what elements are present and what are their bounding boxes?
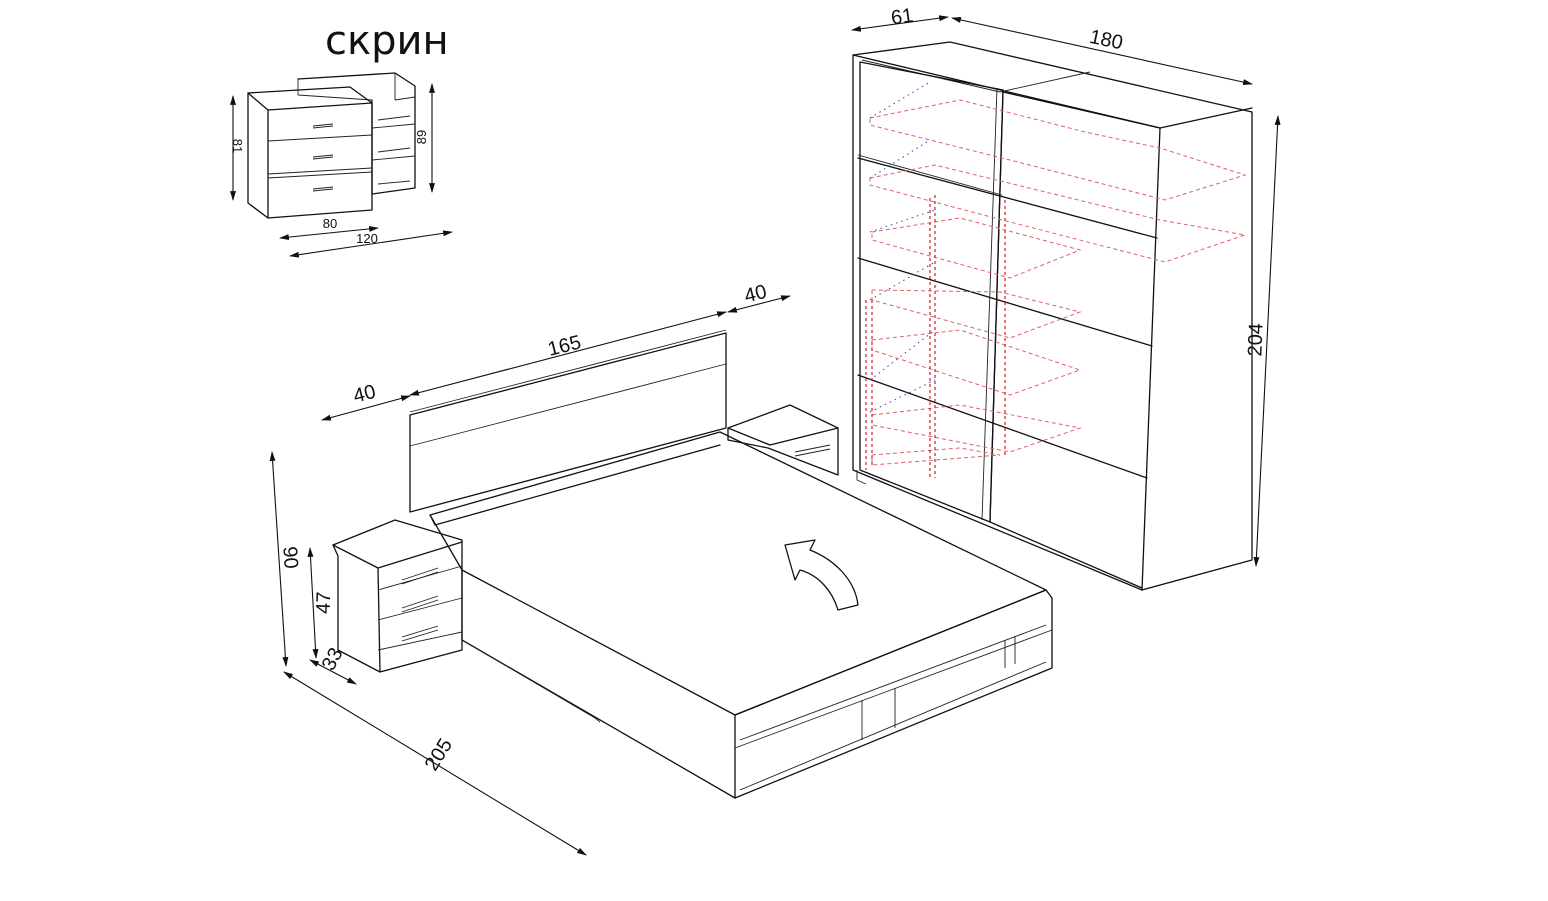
- wardrobe-hidden-shelves: [869, 99, 1247, 466]
- dresser-drawing: скрин 81 89 80 120: [230, 18, 453, 258]
- bed-drawing: 165 40 40 90 47 33 205: [269, 281, 1053, 856]
- nightstand-right-width-label: 40: [742, 281, 769, 308]
- headboard-height-label: 90: [278, 546, 301, 570]
- bed-length-label: 205: [421, 735, 457, 775]
- wardrobe-width-label: 180: [1088, 26, 1125, 54]
- nightstand-right: [727, 404, 839, 476]
- wardrobe-height-label: 204: [1244, 323, 1267, 357]
- wardrobe-hidden-edges: [869, 81, 936, 413]
- wardrobe-hidden-rails: [865, 195, 1006, 478]
- arrow-rotate-icon: [784, 539, 859, 611]
- nightstand-left-width-label: 40: [351, 381, 378, 408]
- wardrobe-drawing: 61 180 204: [851, 5, 1281, 591]
- nightstand-left: [332, 519, 463, 673]
- dresser-height-right-label: 89: [414, 130, 429, 144]
- wardrobe-depth-label: 61: [890, 5, 915, 30]
- dresser-height-left-label: 81: [230, 139, 245, 153]
- nightstand-depth-label: 33: [318, 644, 348, 674]
- dresser-title: скрин: [325, 18, 449, 64]
- dresser-width-total-label: 120: [356, 231, 378, 246]
- drawer-handle-icon: [312, 123, 334, 192]
- nightstand-height-label: 47: [313, 591, 336, 614]
- bed-width-label: 165: [546, 331, 584, 360]
- dresser-width-inner-label: 80: [323, 216, 337, 231]
- drawer-handle-icon: [401, 567, 439, 642]
